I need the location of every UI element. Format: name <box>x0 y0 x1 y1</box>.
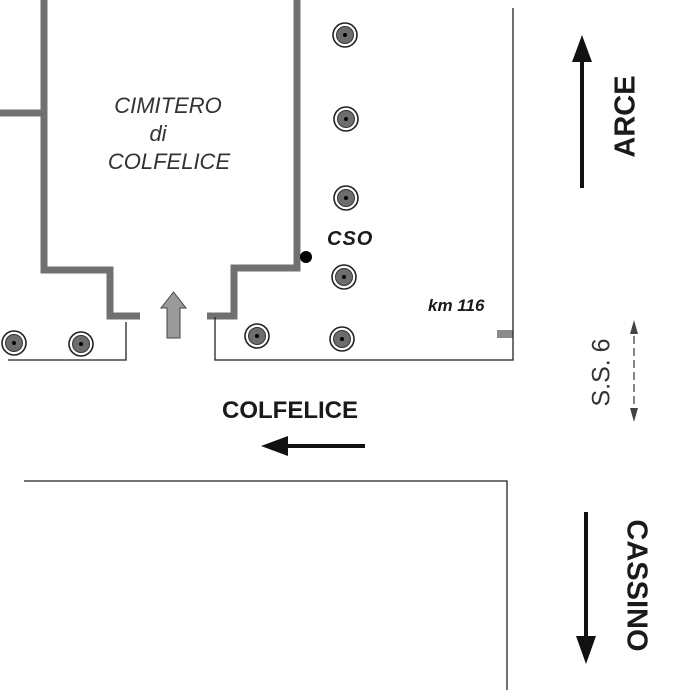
tree-icon <box>329 326 355 352</box>
cso-point-icon <box>300 251 312 263</box>
cemetery-label-line2: di <box>149 121 167 146</box>
road-edges <box>8 8 514 690</box>
road-two-way-arrow-icon <box>630 320 638 422</box>
tree-icon <box>332 22 358 48</box>
tree-icon <box>333 106 359 132</box>
tree-icon <box>1 330 27 356</box>
cassino-direction-label: CASSINO <box>620 519 653 652</box>
road-name-label: S.S. 6 <box>587 338 616 407</box>
tree-row <box>1 22 359 357</box>
km-marker-post <box>497 330 513 338</box>
tree-icon <box>331 264 357 290</box>
tree-icon <box>68 331 94 357</box>
cemetery-label-line1: CIMITERO <box>114 93 222 118</box>
colfelice-direction-label: COLFELICE <box>222 397 358 424</box>
arce-direction-label: ARCE <box>609 75 642 158</box>
tree-icon <box>333 185 359 211</box>
arrow-colfelice-icon <box>261 436 365 456</box>
cemetery-wall <box>0 0 301 320</box>
cso-label: CSO <box>327 228 374 250</box>
tree-icon <box>244 323 270 349</box>
entrance-arrow-icon <box>159 291 188 339</box>
arrow-cassino-icon <box>576 512 596 664</box>
cemetery-label-line3: COLFELICE <box>107 149 231 174</box>
km-marker-label: km 116 <box>428 296 485 315</box>
arrow-arce-icon <box>572 35 592 188</box>
